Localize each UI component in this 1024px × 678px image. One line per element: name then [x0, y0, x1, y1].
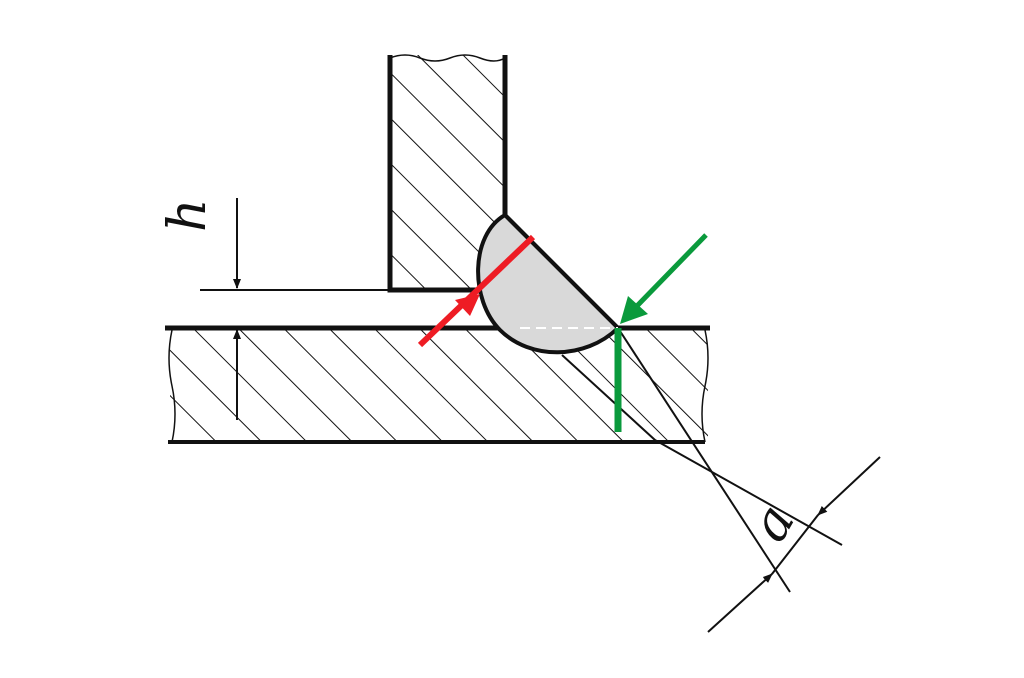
green-arrow-marker: [614, 233, 708, 432]
vertical-plate: [387, 54, 508, 293]
label-h: h: [158, 199, 218, 233]
dimension-a: a: [561, 327, 881, 633]
dimension-h: h: [158, 198, 390, 420]
red-arrow-marker: [417, 234, 536, 348]
weld-bead: [476, 212, 621, 355]
